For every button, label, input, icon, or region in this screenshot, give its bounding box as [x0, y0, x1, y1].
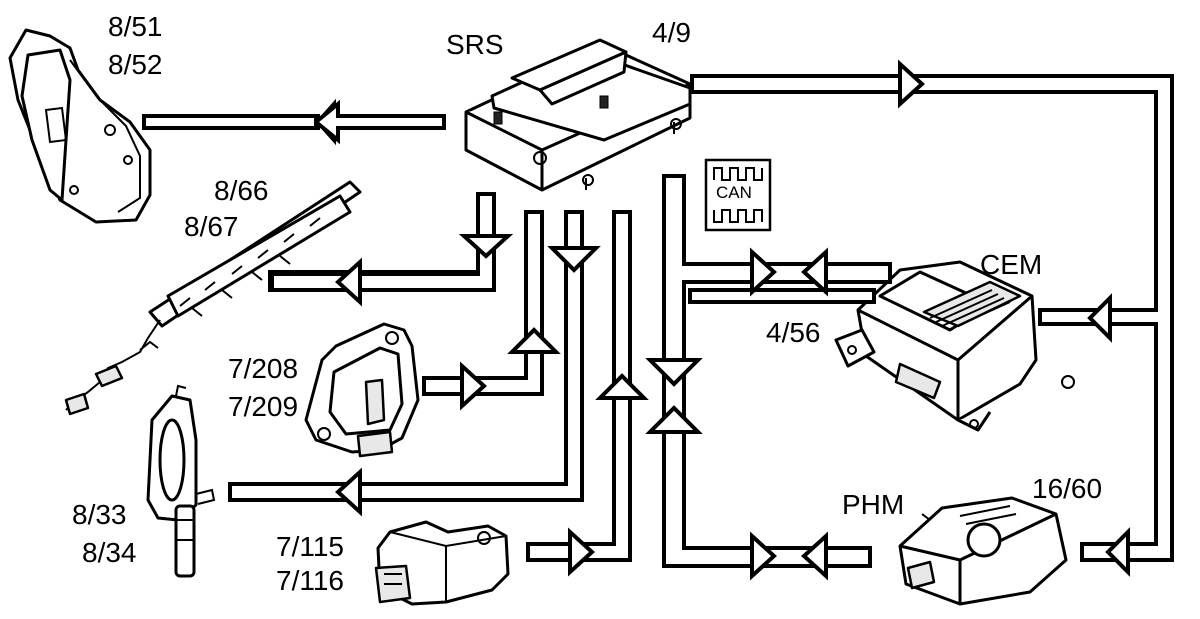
label-curtain-1: 8/66	[214, 175, 269, 206]
can-bus-icon	[704, 158, 772, 232]
link-srs-to-curtain-arrow-down	[458, 234, 514, 259]
label-curtain-2: 8/67	[184, 211, 239, 242]
crash-sensor	[374, 520, 510, 606]
label-tensioner-1: 8/33	[72, 499, 127, 530]
link-can-arrow-phm-1	[750, 531, 777, 581]
link-srs-to-seat-tail	[142, 114, 318, 130]
link-crashsensor-to-srs	[526, 210, 632, 562]
label-phm-title: PHM	[842, 489, 905, 520]
link-crashsensor-arrow-right	[568, 527, 595, 577]
label-cem-code: 4/56	[766, 317, 821, 348]
link-srs-to-seat-shaft	[312, 99, 446, 145]
link-srs-to-curtain-main	[270, 192, 496, 292]
link-right-loop-arrow-top	[898, 59, 925, 109]
label-phm-code: 16/60	[1032, 473, 1103, 504]
phm-module	[898, 496, 1068, 606]
link-srs-to-curtain-arrow-left	[335, 257, 362, 307]
cem-module	[834, 260, 1075, 432]
label-srs-code: 4/9	[652, 17, 691, 48]
link-right-loop-arrow-cem	[1087, 293, 1112, 343]
label-tensioner-2: 8/34	[82, 537, 137, 568]
link-tensioner-arrow-down	[547, 246, 601, 273]
label-srs-title: SRS	[446, 29, 504, 60]
label-cem-title: CEM	[980, 249, 1043, 280]
link-can-arrow-vert-1	[645, 358, 703, 387]
label-sidesensor-2: 7/209	[228, 391, 299, 422]
srs-control-module	[464, 38, 692, 192]
seatbelt-tensioner	[146, 384, 216, 578]
link-sidesensor-arrow-right	[460, 361, 487, 411]
link-srs-right-loop	[690, 74, 1174, 562]
link-sidesensor-arrow-up	[507, 327, 561, 354]
link-tensioner-arrow-left	[335, 467, 362, 517]
link-can-trunk-inner	[688, 288, 876, 304]
label-seat-module-1: 8/51	[108, 11, 163, 42]
link-sidesensor-to-srs	[422, 210, 544, 396]
label-sidesensor-1: 7/208	[228, 353, 299, 384]
link-can-arrow-vert-2	[645, 405, 703, 434]
link-can-arrow-cem-2	[801, 247, 828, 297]
label-crashsensor-2: 7/116	[276, 565, 344, 596]
label-seat-module-2: 8/52	[108, 49, 163, 80]
link-can-arrow-phm-2	[801, 531, 828, 581]
link-crashsensor-arrow-up	[595, 373, 649, 400]
link-right-loop-arrow-phm	[1105, 527, 1130, 577]
label-crashsensor-1: 7/115	[276, 531, 344, 562]
link-can-arrow-cem-1	[750, 247, 777, 297]
label-can: CAN	[716, 183, 752, 202]
curtain-airbag-rail	[64, 180, 362, 416]
link-can-trunk	[662, 174, 892, 568]
link-srs-to-tensioner	[228, 210, 584, 502]
side-impact-sensor	[304, 322, 420, 458]
seat-airbag-module	[8, 28, 152, 224]
